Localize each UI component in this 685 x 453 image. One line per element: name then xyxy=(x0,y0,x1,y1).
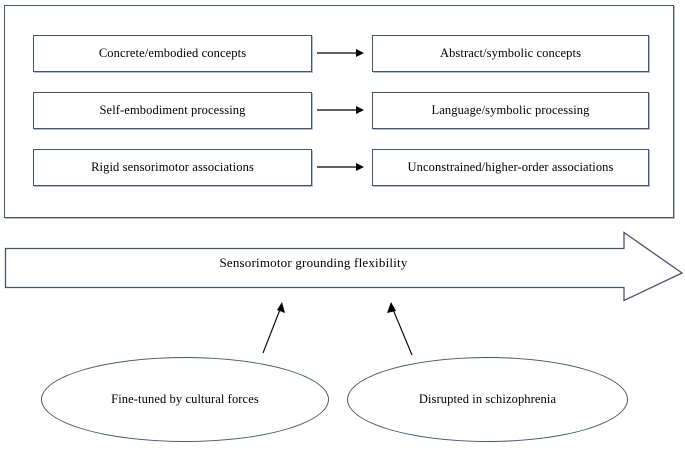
pair-arrow-2 xyxy=(317,104,365,116)
concept-box-concrete-embodied[interactable]: Concrete/embodied concepts xyxy=(33,35,312,72)
concept-box-label: Self-embodiment processing xyxy=(99,103,246,118)
ellipse-cultural-forces[interactable]: Fine-tuned by cultural forces xyxy=(41,357,329,442)
concept-box-unconstrained-higher-order[interactable]: Unconstrained/higher-order associations xyxy=(372,149,649,186)
concept-box-label: Abstract/symbolic concepts xyxy=(439,46,582,61)
ellipse-label: Fine-tuned by cultural forces xyxy=(111,392,259,406)
concept-box-label: Concrete/embodied concepts xyxy=(98,46,247,61)
pair-arrow-1 xyxy=(317,47,365,59)
pair-arrow-3 xyxy=(317,161,365,173)
connector-arrow-left xyxy=(262,302,285,354)
concept-box-label: Language/symbolic processing xyxy=(431,103,590,118)
concept-box-rigid-sensorimotor[interactable]: Rigid sensorimotor associations xyxy=(33,149,312,186)
ellipse-to-banner-connectors xyxy=(250,296,430,362)
concept-box-label: Rigid sensorimotor associations xyxy=(91,160,254,175)
sensorimotor-flexibility-arrow[interactable] xyxy=(4,229,684,305)
ellipse-label: Disrupted in schizophrenia xyxy=(418,392,557,406)
concept-box-language-symbolic[interactable]: Language/symbolic processing xyxy=(372,92,649,129)
connector-arrow-right xyxy=(387,302,413,356)
concept-box-abstract-symbolic[interactable]: Abstract/symbolic concepts xyxy=(372,35,649,72)
concept-box-self-embodiment[interactable]: Self-embodiment processing xyxy=(33,92,312,129)
concept-box-label: Unconstrained/higher-order associations xyxy=(407,160,614,175)
ellipse-schizophrenia[interactable]: Disrupted in schizophrenia xyxy=(347,357,628,442)
